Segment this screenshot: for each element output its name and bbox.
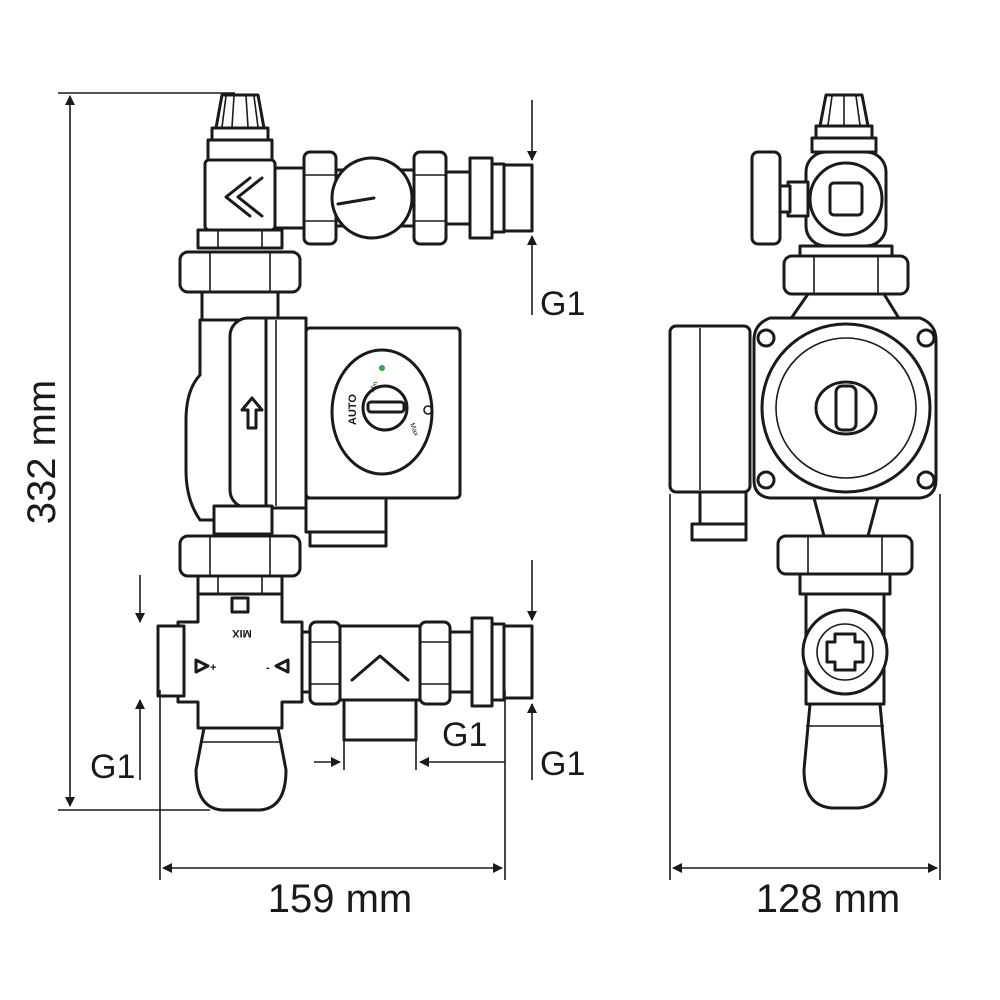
lower-union-nut	[178, 534, 302, 596]
mix-label: MIX	[232, 627, 252, 639]
upper-union-nut	[178, 250, 302, 294]
g1-bottom-left-label: G1	[90, 748, 135, 786]
minus-label: -	[266, 662, 270, 674]
flow-arrow-icon	[240, 396, 264, 430]
dimension-lines: 332 mm 159 mm 128 mm G1 G1 G1 G1	[20, 92, 941, 921]
valve-handle[interactable]	[750, 150, 782, 246]
mixing-valve: MIX + -	[156, 592, 304, 812]
side-upper-nut	[782, 244, 910, 296]
side-view	[668, 93, 938, 810]
front-view: AUTO Min Max MIX + -	[156, 93, 534, 812]
plus-label: +	[210, 662, 216, 674]
side-lower-nut	[776, 534, 914, 596]
g1-bottom-middle-label: G1	[442, 716, 487, 754]
lower-outlet	[300, 616, 534, 742]
max-label: Max	[408, 422, 419, 437]
auto-label: AUTO	[347, 394, 359, 425]
ball-valve-body	[196, 158, 284, 250]
g1-top-label: G1	[540, 285, 585, 323]
side-width-dimension: 128 mm	[756, 877, 901, 921]
upper-outlet	[273, 150, 534, 246]
side-mixing-valve	[801, 592, 889, 810]
height-dimension: 332 mm	[20, 380, 64, 525]
side-pump	[668, 292, 938, 542]
min-label: Min	[369, 381, 379, 394]
g1-bottom-right-label: G1	[540, 745, 585, 783]
side-top-cap	[810, 93, 878, 154]
side-ball-valve	[750, 150, 888, 248]
eco-leaf-icon	[379, 365, 385, 371]
pump-body: AUTO Min Max	[184, 290, 462, 548]
front-width-dimension: 159 mm	[268, 877, 413, 921]
mixing-valve-head	[194, 726, 288, 812]
top-valve-cap	[206, 93, 274, 162]
